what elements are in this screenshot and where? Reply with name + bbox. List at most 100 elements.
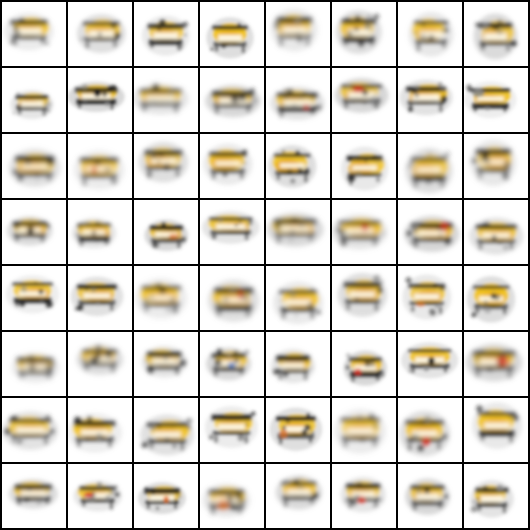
sample-image bbox=[465, 343, 523, 382]
sample-image bbox=[71, 218, 117, 249]
sample-tile bbox=[68, 464, 132, 528]
sample-tile bbox=[134, 68, 198, 132]
sample-image bbox=[68, 81, 125, 112]
sample-image bbox=[343, 350, 388, 386]
sample-image bbox=[469, 480, 514, 518]
sample-tile bbox=[2, 398, 66, 462]
sample-image bbox=[203, 143, 253, 186]
sample-image bbox=[11, 352, 60, 383]
sample-tile bbox=[2, 266, 66, 330]
sample-image bbox=[8, 479, 59, 509]
sample-tile bbox=[68, 398, 132, 462]
sample-tile bbox=[464, 68, 528, 132]
sample-image bbox=[138, 141, 189, 183]
sample-image bbox=[206, 17, 254, 59]
sample-tile bbox=[332, 398, 396, 462]
sample-tile bbox=[134, 134, 198, 198]
sample-tile bbox=[398, 134, 462, 198]
sample-image bbox=[140, 414, 195, 456]
sample-image bbox=[272, 281, 324, 325]
sample-image bbox=[473, 13, 518, 60]
sample-tile bbox=[266, 200, 330, 264]
sample-image bbox=[135, 278, 188, 319]
sample-image bbox=[337, 272, 388, 318]
sample-tile bbox=[2, 464, 66, 528]
sample-image bbox=[401, 342, 459, 379]
sample-tile bbox=[398, 332, 462, 396]
sample-tile bbox=[398, 464, 462, 528]
sample-tile bbox=[134, 2, 198, 66]
sample-tile bbox=[464, 200, 528, 264]
sample-image bbox=[464, 81, 517, 119]
sample-image bbox=[5, 275, 60, 314]
sample-image bbox=[6, 216, 53, 246]
sample-image bbox=[275, 475, 322, 510]
sample-tile bbox=[464, 332, 528, 396]
sample-image bbox=[399, 410, 451, 457]
sample-tile bbox=[68, 68, 132, 132]
sample-image bbox=[8, 148, 61, 187]
sample-tile bbox=[398, 68, 462, 132]
sample-tile bbox=[200, 68, 264, 132]
sample-tile bbox=[2, 68, 66, 132]
sample-image bbox=[141, 345, 188, 378]
sample-tile bbox=[266, 68, 330, 132]
sample-image bbox=[399, 79, 453, 116]
sample-image bbox=[208, 279, 260, 322]
sample-image bbox=[10, 90, 54, 120]
sample-tile bbox=[332, 2, 396, 66]
sample-image bbox=[206, 347, 252, 381]
sample-image bbox=[144, 219, 189, 252]
sample-image bbox=[270, 349, 316, 384]
sample-image bbox=[471, 402, 523, 449]
sample-image bbox=[335, 10, 382, 54]
sample-image bbox=[402, 274, 452, 320]
sample-image bbox=[134, 83, 189, 115]
sample-image bbox=[70, 276, 124, 317]
sample-image bbox=[405, 148, 453, 194]
sample-image bbox=[205, 84, 261, 118]
sample-tile bbox=[68, 134, 132, 198]
sample-tile bbox=[200, 464, 264, 528]
sample-tile bbox=[398, 398, 462, 462]
sample-tile bbox=[134, 200, 198, 264]
sample-tile bbox=[464, 134, 528, 198]
sample-image bbox=[141, 15, 190, 56]
sample-image bbox=[2, 411, 59, 450]
sample-image bbox=[267, 145, 317, 188]
sample-tile bbox=[464, 398, 528, 462]
sample-tile bbox=[134, 332, 198, 396]
sample-tile bbox=[398, 200, 462, 264]
sample-tile bbox=[332, 134, 396, 198]
sample-image bbox=[405, 478, 450, 516]
sample-tile bbox=[68, 266, 132, 330]
sample-tile bbox=[266, 332, 330, 396]
sample-tile bbox=[2, 2, 66, 66]
sample-image bbox=[334, 409, 387, 454]
sample-tile bbox=[464, 2, 528, 66]
sample-image bbox=[340, 146, 389, 191]
sample-tile bbox=[200, 266, 264, 330]
sample-image bbox=[404, 215, 460, 252]
sample-tile bbox=[464, 464, 528, 528]
sample-image bbox=[202, 483, 250, 517]
sample-tile bbox=[134, 464, 198, 528]
sample-image bbox=[269, 86, 325, 121]
sample-image bbox=[467, 276, 516, 323]
sample-tile bbox=[398, 266, 462, 330]
sample-image bbox=[271, 8, 318, 52]
sample-image bbox=[266, 212, 324, 247]
sample-image bbox=[73, 480, 123, 512]
sample-tile bbox=[68, 200, 132, 264]
sample-image bbox=[73, 150, 125, 190]
sample-image bbox=[204, 406, 259, 449]
sample-tile bbox=[200, 200, 264, 264]
sample-tile bbox=[200, 398, 264, 462]
sample-tile bbox=[2, 134, 66, 198]
sample-tile bbox=[332, 332, 396, 396]
sample-image bbox=[4, 12, 54, 51]
sample-tile bbox=[2, 332, 66, 396]
sample-tile bbox=[332, 68, 396, 132]
sample-image bbox=[76, 344, 124, 375]
sample-image bbox=[76, 14, 126, 54]
